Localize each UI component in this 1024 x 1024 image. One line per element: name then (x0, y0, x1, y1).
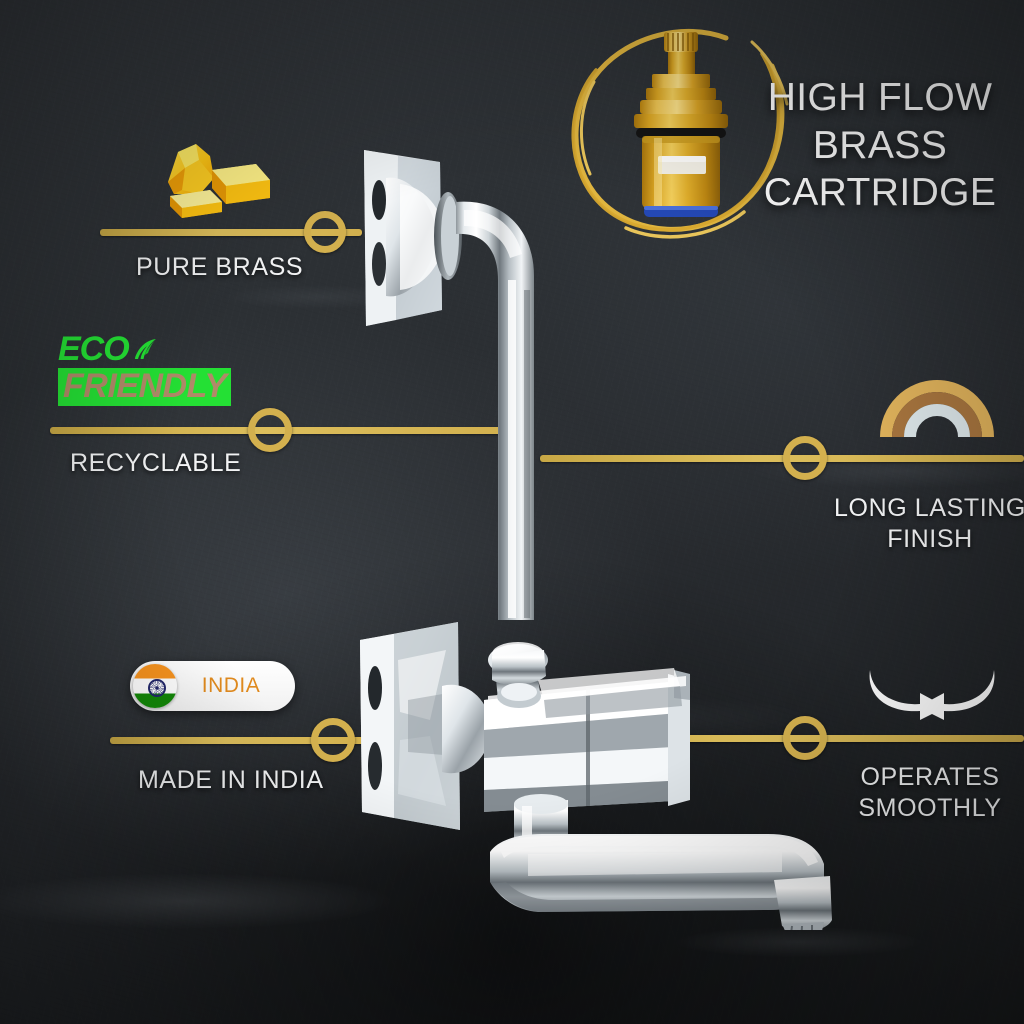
gold-nuggets-icon (168, 144, 270, 218)
connector-ring-operates-smoothly (783, 716, 827, 760)
connector-line-operates-smoothly (540, 735, 1024, 742)
faucet-product-image (360, 150, 832, 930)
feature-label-operates-smoothly: OPERATES SMOOTHLY (858, 763, 1002, 822)
india-flag-icon (133, 664, 177, 708)
eco-badge-top-row: ECO (58, 332, 231, 366)
connector-ring-pure-brass (304, 211, 346, 253)
eco-friendly-green-bar: FRIENDLY (58, 367, 232, 407)
brass-cartridge-image (634, 32, 728, 217)
ashoka-chakra-icon (148, 679, 166, 697)
feature-label-pure-brass: PURE BRASS (136, 253, 304, 281)
feature-label-made-in-india: MADE IN INDIA (138, 766, 324, 794)
connector-line-pure-brass (100, 229, 362, 236)
india-flag-pill-badge: INDIA (130, 661, 295, 711)
eco-friendly-word-label: FRIENDLY (63, 367, 227, 405)
india-badge-label: INDIA (201, 674, 261, 697)
eco-friendly-badge: ECO FRIENDLY (58, 332, 232, 407)
eco-word-label: ECO (58, 330, 130, 368)
connector-line-long-lasting-finish (540, 455, 1024, 462)
gold-sketch-circle-frame (571, 28, 789, 239)
headline-text: HIGH FLOW BRASS CARTRIDGE (763, 76, 997, 215)
feature-label-recyclable: RECYCLABLE (70, 449, 242, 477)
connector-ring-long-lasting-finish (783, 436, 827, 480)
connector-ring-recyclable (248, 408, 292, 452)
rainbow-icon (880, 380, 994, 438)
connector-ring-made-in-india (311, 718, 355, 762)
feature-label-long-lasting-finish: LONG LASTING FINISH (834, 494, 1024, 553)
rotation-arrows-icon (869, 670, 995, 720)
leaf-icon (134, 339, 156, 359)
connector-line-made-in-india (110, 737, 368, 744)
